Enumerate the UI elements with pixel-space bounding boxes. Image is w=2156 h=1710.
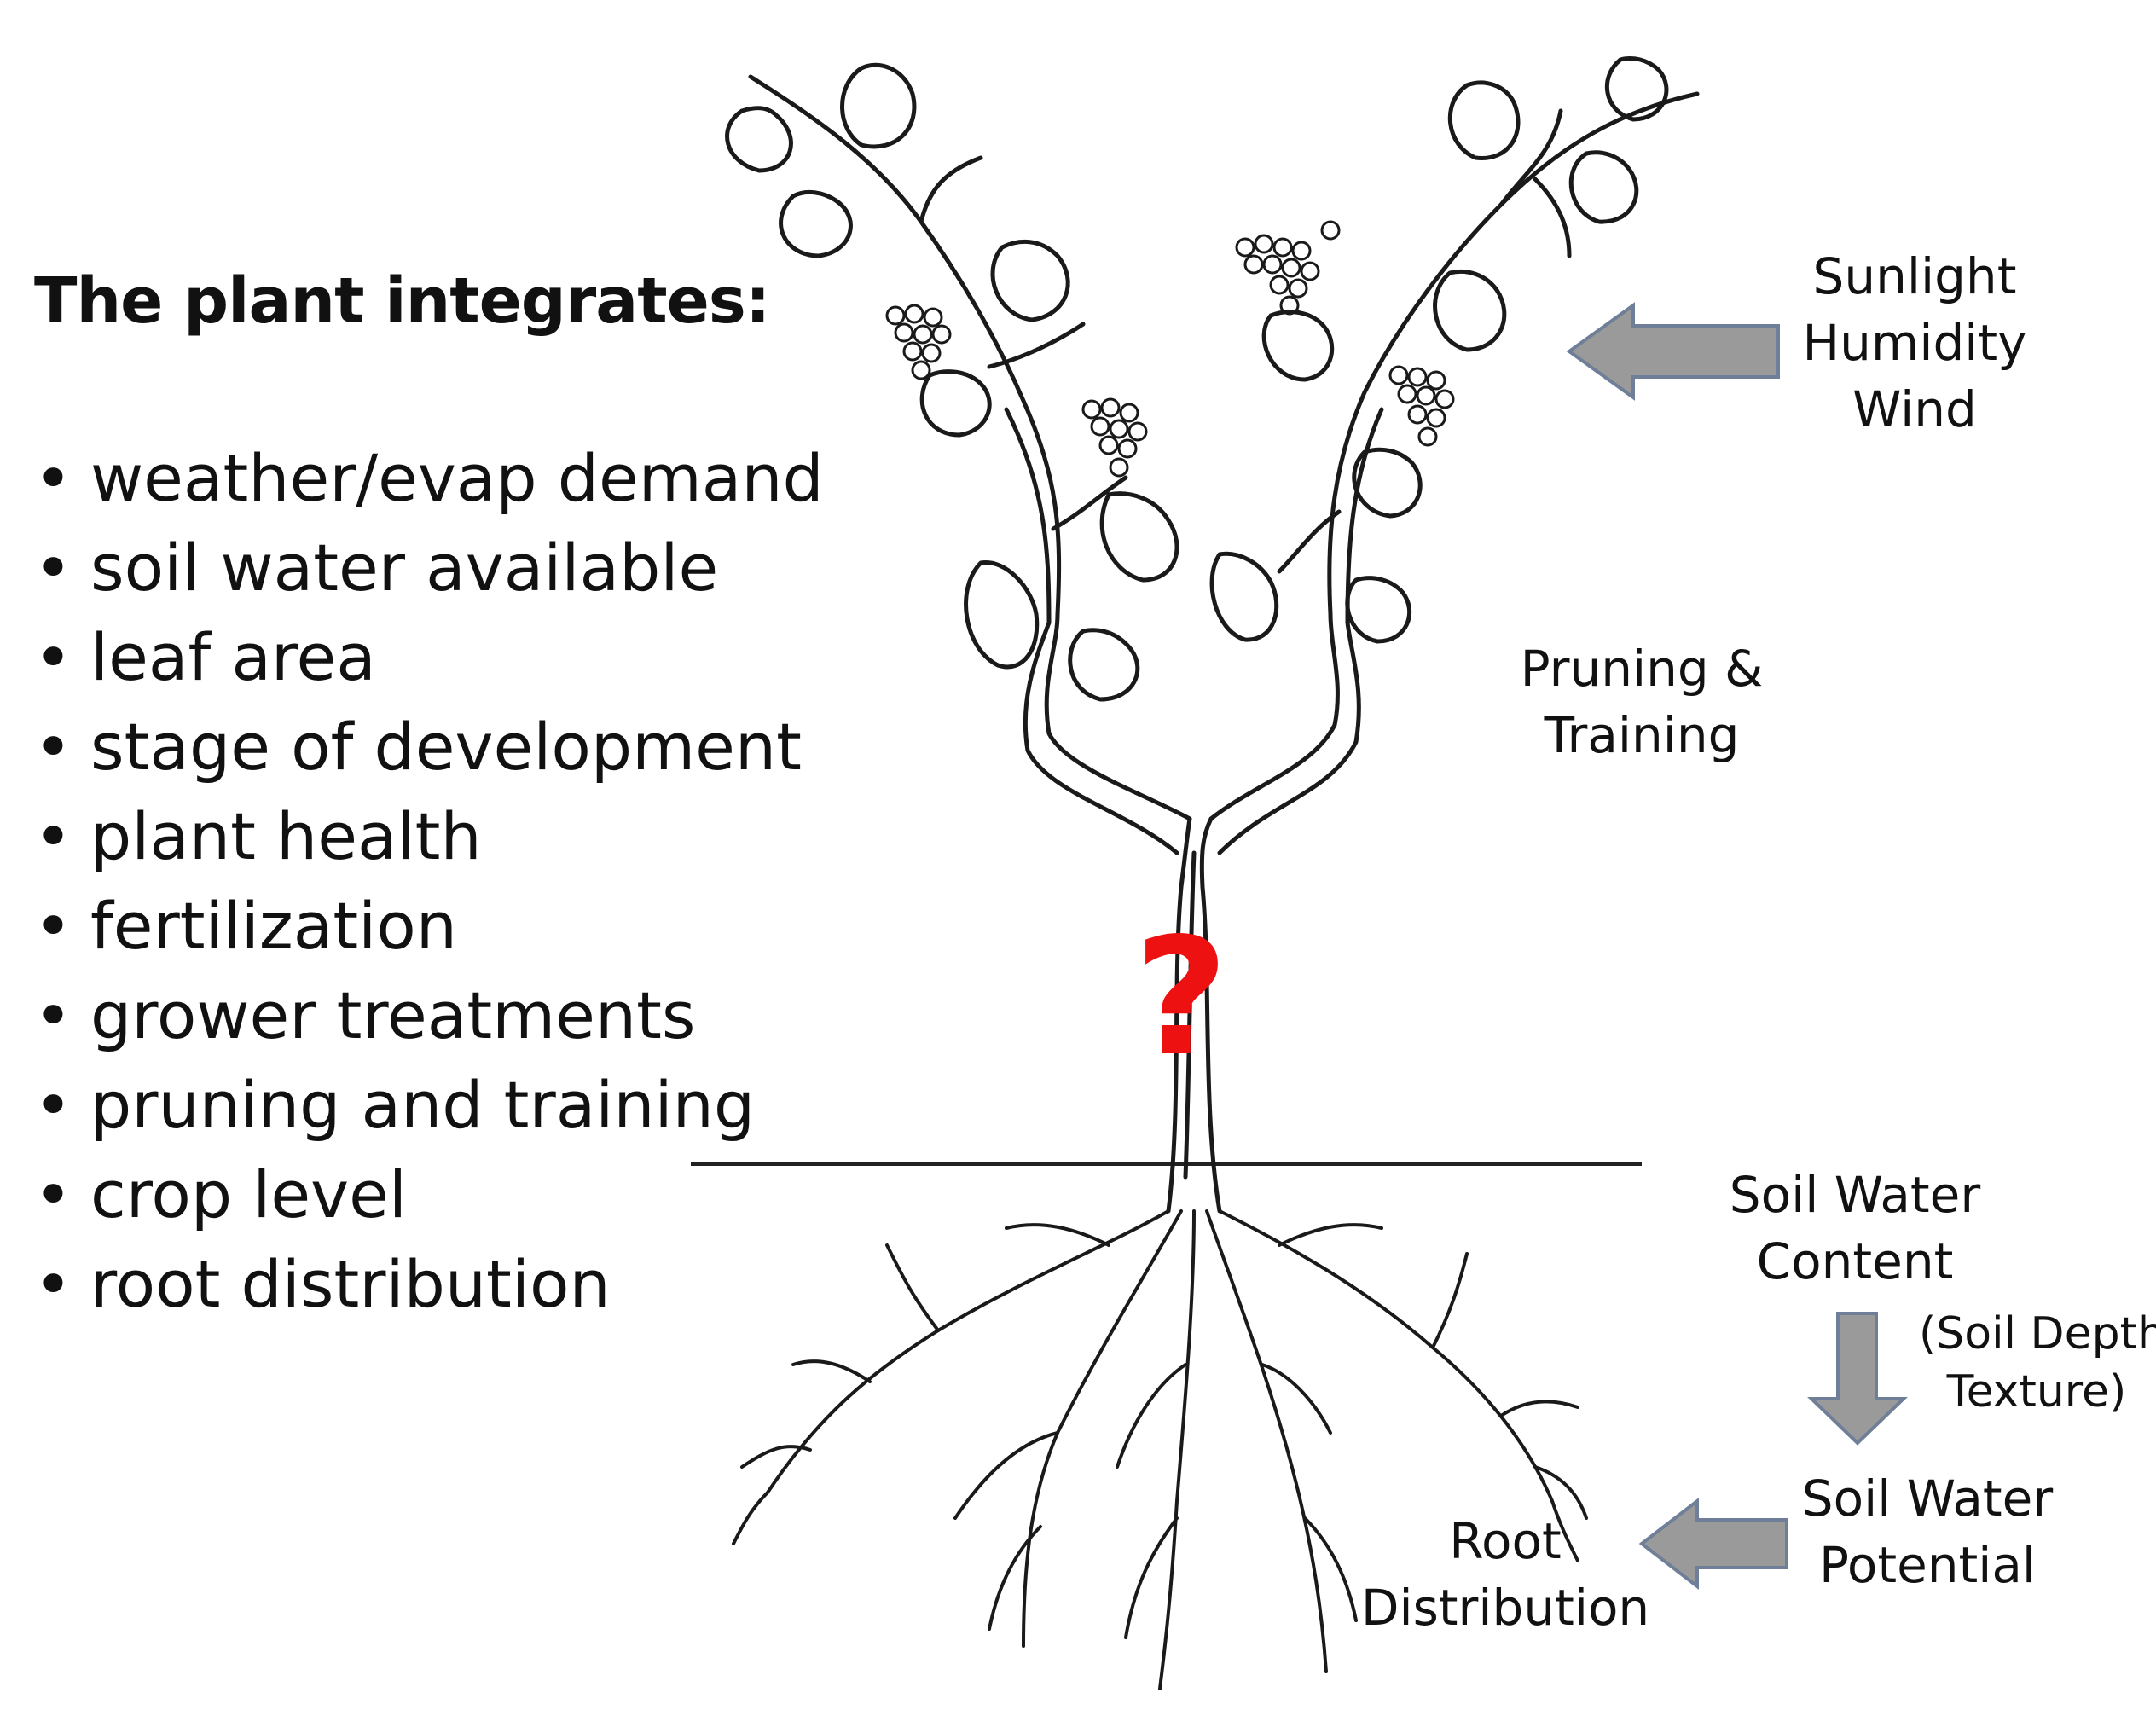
grape-cluster-left	[885, 304, 1148, 478]
arrow-left-atmosphere-icon	[1566, 302, 1780, 401]
list-item: •leaf area	[34, 612, 824, 702]
bullet: •	[34, 1246, 72, 1322]
arrow-left-root-icon	[1638, 1497, 1788, 1591]
bullet: •	[34, 1067, 72, 1143]
bullet: •	[34, 1156, 72, 1232]
list-item: •crop level	[34, 1150, 824, 1239]
soil-water-content-label: Soil Water Content	[1729, 1166, 1981, 1290]
list-item: •plant health	[34, 791, 824, 881]
bullet: •	[34, 709, 72, 785]
integrated-factors-list: •weather/evap demand •soil water availab…	[34, 433, 824, 1329]
list-item: •grower treatments	[34, 971, 824, 1060]
root-system	[732, 1209, 1588, 1690]
bullet: •	[34, 440, 72, 516]
soil-depth-texture-label: (Soil Depth Texture)	[1919, 1308, 2156, 1417]
bullet: •	[34, 619, 72, 695]
diagram-heading: The plant integrates:	[34, 264, 770, 338]
pruning-training-label: Pruning & Training	[1520, 640, 1764, 764]
question-mark: ?	[1134, 903, 1229, 1092]
bullet: •	[34, 798, 72, 874]
grapevine-illustration	[725, 56, 1700, 1690]
list-item: •weather/evap demand	[34, 433, 824, 523]
bullet: •	[34, 530, 72, 606]
list-item: •root distribution	[34, 1239, 824, 1329]
bullet: •	[34, 977, 72, 1053]
soil-water-potential-label: Soil Water Potential	[1801, 1469, 2054, 1594]
atmosphere-label: Sunlight Humidity Wind	[1802, 247, 2027, 438]
grape-cluster-right	[1235, 220, 1455, 447]
list-item: •pruning and training	[34, 1060, 824, 1150]
bullet: •	[34, 888, 72, 964]
list-item: •stage of development	[34, 702, 824, 791]
list-item: •soil water available	[34, 523, 824, 612]
root-distribution-label: Root Distribution	[1360, 1512, 1650, 1637]
arrow-down-soil-icon	[1807, 1312, 1908, 1446]
list-item: •fertilization	[34, 881, 824, 971]
